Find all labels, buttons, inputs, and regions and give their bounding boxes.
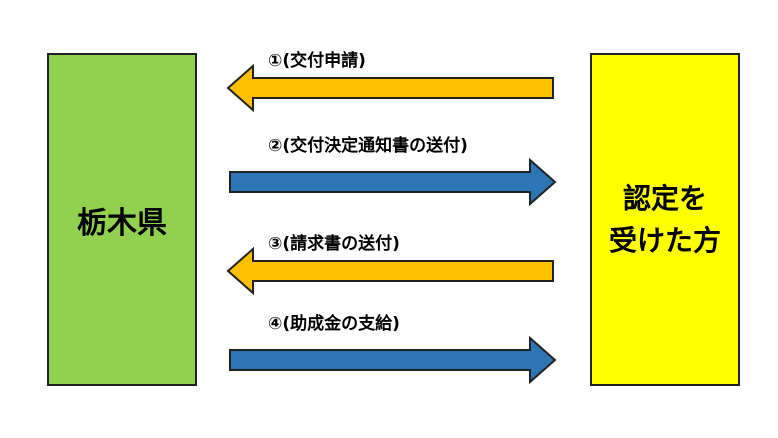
certified-person-label-line2: 受けた方 [608, 223, 721, 257]
arrow-2-label: ②(交付決定通知書の送付) [268, 136, 468, 156]
arrow-2-shape [229, 157, 557, 207]
certified-person-label-line1: 認定を [622, 181, 707, 215]
arrow-4-label: ④(助成金の支給) [268, 314, 400, 334]
arrow-1-label: ①(交付申請) [268, 51, 366, 71]
tochigi-prefecture-box: 栃木県 [47, 53, 197, 386]
tochigi-prefecture-label: 栃木県 [77, 205, 167, 241]
certified-person-box: 認定を 受けた方 [590, 53, 740, 386]
arrow-3-shape [226, 246, 554, 296]
arrow-1-shape [226, 63, 554, 113]
arrow-3-label: ③(請求書の送付) [268, 234, 400, 254]
arrow-4-shape [229, 335, 557, 385]
